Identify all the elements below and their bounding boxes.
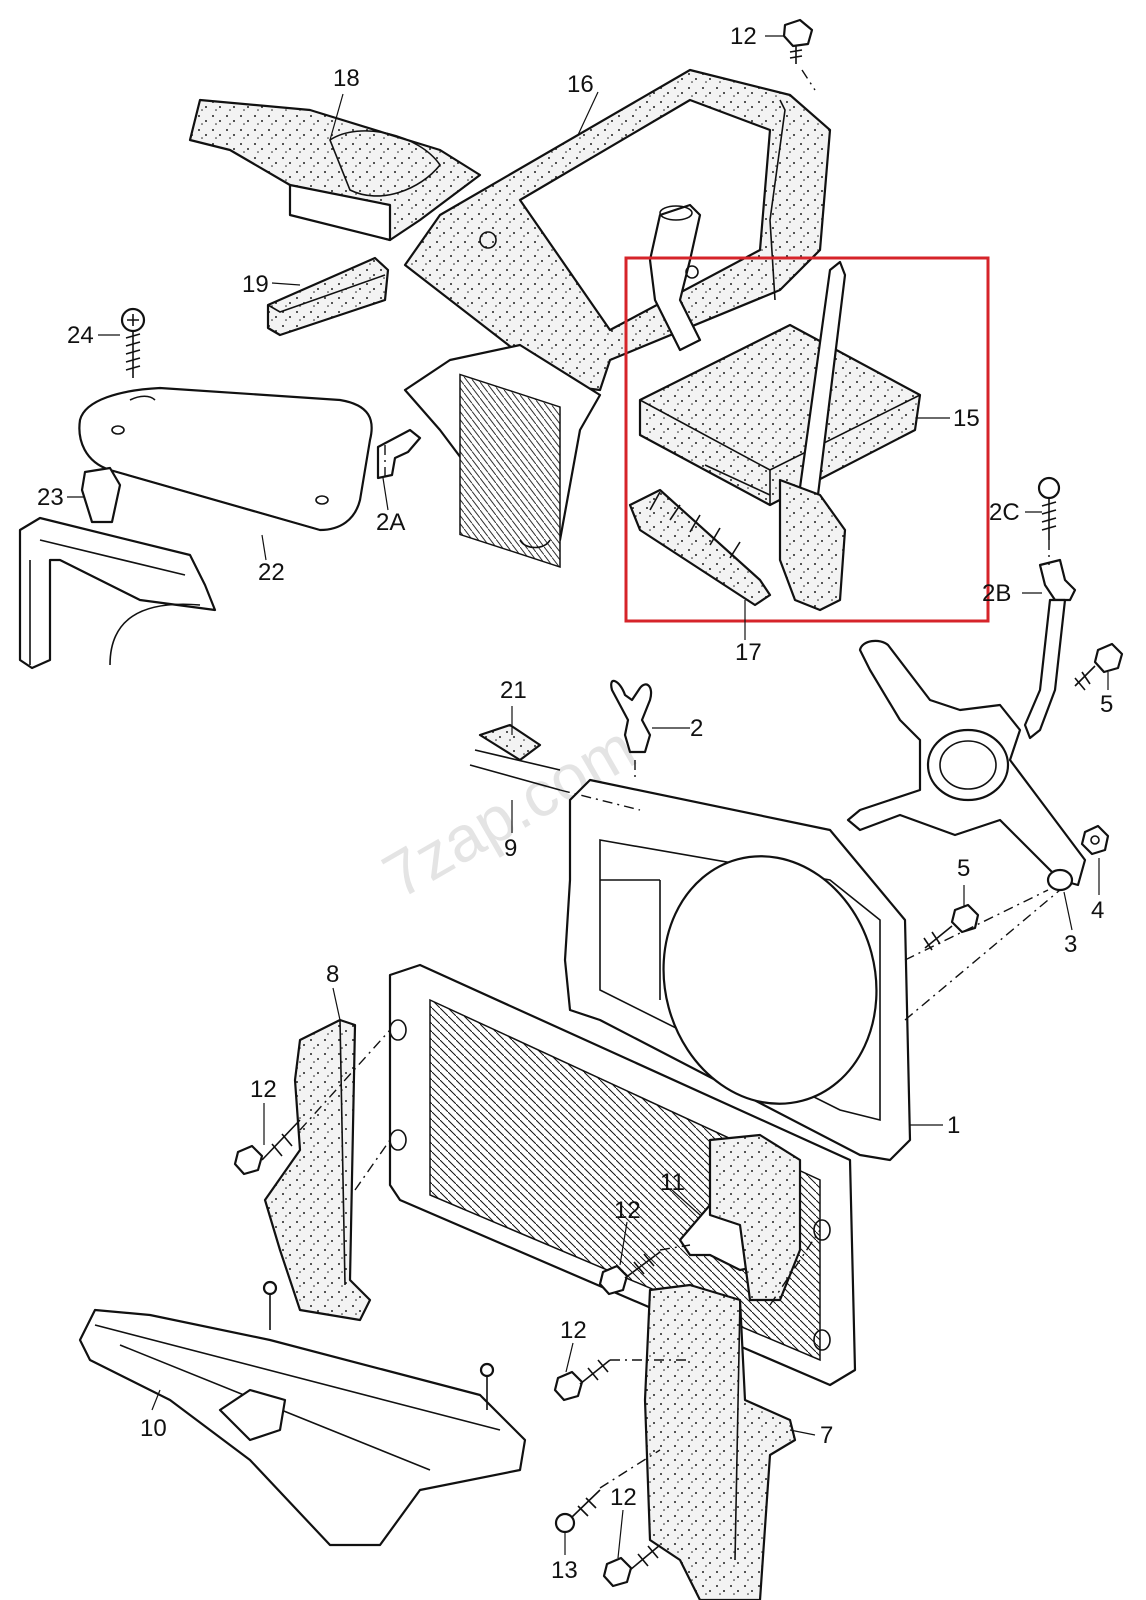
- label-19: 19: [242, 271, 269, 298]
- part-10-lower-cover: [78, 1280, 527, 1547]
- highlight-box: [624, 256, 990, 623]
- label-17: 17: [735, 639, 762, 666]
- bolt-5-upper: [1074, 642, 1124, 691]
- nut-4: [1080, 824, 1110, 856]
- label-5-lower: 5: [957, 855, 970, 882]
- label-5-upper: 5: [1100, 691, 1113, 718]
- label-18: 18: [333, 65, 360, 92]
- callout-labels: 12 16 18 19 24 23 22 2A 15 17 2C 2B 5 21…: [37, 23, 1113, 1584]
- part-15-bracket: [778, 260, 847, 612]
- label-2A: 2A: [376, 509, 405, 536]
- part-18-upper-duct: [188, 98, 482, 242]
- label-2C: 2C: [989, 499, 1020, 526]
- part-19-foam-block: [266, 256, 390, 337]
- condenser-upper: [403, 343, 602, 568]
- part-7-side-seal: [643, 1133, 802, 1600]
- bracket-2B: [1023, 558, 1077, 740]
- screw-13: [554, 1489, 601, 1534]
- part-8-side-seal: [263, 1018, 372, 1322]
- part-22-cover-plate: [78, 386, 373, 532]
- label-15: 15: [953, 405, 980, 432]
- label-8: 8: [326, 961, 339, 988]
- leader-lines: [67, 35, 1109, 1559]
- label-24: 24: [67, 322, 94, 349]
- label-22: 22: [258, 559, 285, 586]
- label-11: 11: [660, 1169, 685, 1196]
- label-16: 16: [567, 71, 594, 98]
- body-frame-fragment: [18, 516, 217, 670]
- part-1-fan-shroud: [563, 778, 912, 1162]
- part-21-pad: [478, 723, 542, 762]
- bolt-12-lower-b: [602, 1544, 661, 1588]
- guide-lines: [299, 69, 1061, 1489]
- clip-23: [80, 466, 122, 524]
- screw-2C: [1037, 476, 1061, 540]
- label-4: 4: [1091, 897, 1104, 924]
- label-10: 10: [140, 1415, 167, 1442]
- part-9-strip: [469, 749, 561, 791]
- label-12-middle: 12: [614, 1197, 641, 1224]
- bolt-12-lower-a: [553, 1359, 611, 1402]
- part-17-seal-strip: [628, 488, 772, 607]
- bolt-12-top: [782, 18, 814, 64]
- label-12-lower-b: 12: [610, 1484, 637, 1511]
- label-21: 21: [500, 677, 527, 704]
- label-2: 2: [690, 715, 703, 742]
- bushing-3: [1046, 868, 1074, 892]
- screw-24: [120, 307, 146, 378]
- label-23: 23: [37, 484, 64, 511]
- label-1: 1: [947, 1112, 960, 1139]
- label-7: 7: [820, 1422, 833, 1449]
- part-15-filter-element: [638, 323, 922, 507]
- clip-2A: [376, 428, 422, 480]
- clip-2: [610, 679, 653, 754]
- part-16-air-duct-frame: [403, 68, 832, 392]
- radiator-core: [388, 963, 857, 1387]
- label-12-top: 12: [730, 23, 757, 50]
- label-2B: 2B: [982, 580, 1011, 607]
- label-13: 13: [551, 1557, 578, 1584]
- label-12-left: 12: [250, 1076, 277, 1103]
- intake-pipe: [648, 203, 702, 352]
- fan-support-arm: [846, 639, 1087, 887]
- label-12-lower-a: 12: [560, 1317, 587, 1344]
- bolt-12-left: [233, 1119, 301, 1176]
- bolt-12-middle: [598, 1251, 661, 1296]
- label-3: 3: [1064, 931, 1077, 958]
- label-9: 9: [504, 835, 517, 862]
